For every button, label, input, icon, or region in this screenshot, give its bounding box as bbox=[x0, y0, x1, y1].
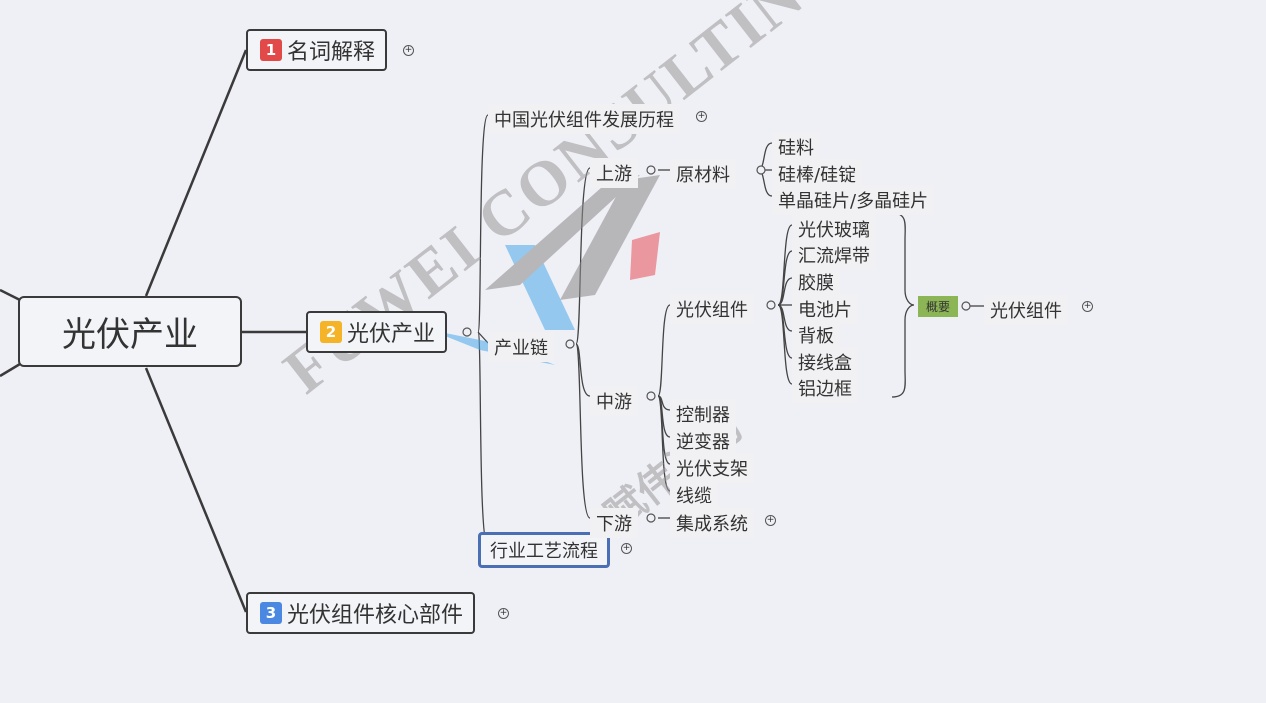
node-midstream[interactable]: 中游 bbox=[590, 386, 638, 416]
node-raw-material[interactable]: 原材料 bbox=[670, 159, 736, 189]
node-upstream[interactable]: 上游 bbox=[590, 158, 638, 188]
connector-root-topic1 bbox=[144, 49, 248, 297]
topic-core-components[interactable]: 3 光伏组件核心部件 bbox=[246, 592, 476, 634]
node-silicon[interactable]: 硅料 bbox=[772, 132, 820, 162]
summary-tag[interactable]: 概要 bbox=[918, 296, 958, 317]
connector-cable bbox=[657, 395, 671, 492]
topic-definitions[interactable]: 1 名词解释 bbox=[246, 29, 388, 71]
node-pv-module[interactable]: 光伏组件 bbox=[670, 294, 754, 324]
collapse-dot-upstream bbox=[646, 165, 656, 175]
connector-left-upper bbox=[0, 288, 21, 302]
topic-label: 光伏产业 bbox=[347, 322, 436, 347]
collapse-dot-raw-material bbox=[756, 165, 766, 175]
node-controller[interactable]: 控制器 bbox=[670, 399, 736, 429]
connector-downstream bbox=[575, 343, 591, 519]
node-part-film[interactable]: 胶膜 bbox=[792, 267, 840, 297]
connector-upstream bbox=[575, 167, 591, 345]
collapse-dot-downstream bbox=[646, 513, 656, 523]
node-part-junction-box[interactable]: 接线盒 bbox=[792, 347, 858, 377]
connector-history bbox=[477, 114, 489, 333]
collapse-dot-chain bbox=[565, 339, 575, 349]
expand-icon[interactable]: + bbox=[621, 543, 632, 554]
connector-part-frame bbox=[777, 304, 793, 385]
root-node[interactable]: 光伏产业 bbox=[18, 296, 242, 367]
expand-icon[interactable]: + bbox=[498, 608, 509, 619]
collapse-dot-topic2 bbox=[462, 327, 472, 337]
node-downstream[interactable]: 下游 bbox=[590, 508, 638, 538]
node-part-glass[interactable]: 光伏玻璃 bbox=[792, 214, 876, 244]
expand-icon[interactable]: + bbox=[403, 45, 414, 56]
node-ingot[interactable]: 硅棒/硅锭 bbox=[772, 159, 863, 189]
node-history[interactable]: 中国光伏组件发展历程 bbox=[488, 104, 680, 134]
node-inverter[interactable]: 逆变器 bbox=[670, 426, 736, 456]
topic-number-badge: 3 bbox=[260, 602, 282, 624]
node-cable[interactable]: 线缆 bbox=[670, 480, 718, 510]
topic-number-badge: 1 bbox=[260, 39, 282, 61]
node-part-backsheet[interactable]: 背板 bbox=[792, 320, 840, 350]
connector-part-film bbox=[777, 277, 793, 306]
connector-module bbox=[657, 304, 671, 397]
node-integration-system[interactable]: 集成系统 bbox=[670, 508, 754, 538]
connector-process bbox=[477, 331, 489, 547]
node-part-ribbon[interactable]: 汇流焊带 bbox=[792, 240, 876, 270]
node-part-frame[interactable]: 铝边框 bbox=[792, 373, 858, 403]
collapse-dot-midstream bbox=[646, 391, 656, 401]
node-industry-chain[interactable]: 产业链 bbox=[488, 332, 554, 362]
topic-pv-industry[interactable]: 2 光伏产业 bbox=[306, 311, 448, 353]
topic-number-badge: 2 bbox=[320, 321, 342, 343]
topic-label: 名词解释 bbox=[287, 40, 376, 65]
connector-part-glass bbox=[777, 224, 793, 306]
node-wafer[interactable]: 单晶硅片/多晶硅片 bbox=[772, 185, 935, 215]
topic-label: 光伏组件核心部件 bbox=[287, 603, 464, 628]
node-summary-module[interactable]: 光伏组件 bbox=[984, 295, 1068, 325]
expand-icon[interactable]: + bbox=[1082, 301, 1093, 312]
node-part-cell[interactable]: 电池片 bbox=[792, 294, 858, 324]
node-bracket[interactable]: 光伏支架 bbox=[670, 453, 754, 483]
collapse-dot-summary bbox=[961, 301, 971, 311]
connector-root-topic3 bbox=[144, 367, 248, 613]
summary-brace bbox=[891, 212, 915, 398]
collapse-dot-module bbox=[766, 300, 776, 310]
connector-left-lower bbox=[0, 362, 21, 378]
connector-midstream bbox=[575, 343, 591, 397]
node-process-flow-selected[interactable]: 行业工艺流程 bbox=[478, 532, 610, 568]
expand-icon[interactable]: + bbox=[696, 111, 707, 122]
expand-icon[interactable]: + bbox=[765, 515, 776, 526]
